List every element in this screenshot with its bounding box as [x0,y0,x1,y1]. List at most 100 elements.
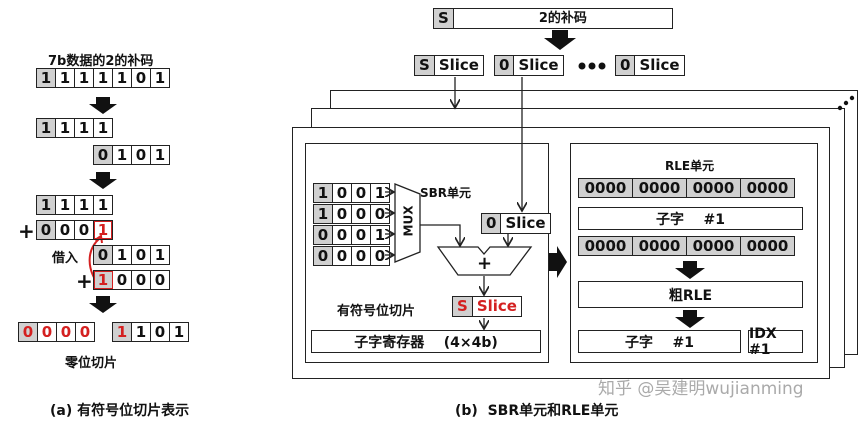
bit-cell: 1 [314,184,333,202]
mux [394,183,421,263]
caption-b: (b) SBR单元和RLE单元 [455,403,619,419]
arrow-down-icon [89,97,117,114]
subword-1: 子字 #1 [578,207,803,230]
bit-cell: 0 [113,271,132,289]
bit-cell: 0 [57,323,76,341]
sbr-title: SBR单元 [420,186,472,200]
adder [436,246,533,276]
bit-cell: 0 [132,69,151,87]
bit-cell: 0 [19,323,38,341]
bit-cell: 0 [94,146,113,164]
left-title: 7b数据的2的补码 [48,54,154,69]
bit-cell: 0 [75,221,94,239]
bit-cell: 0 [333,184,352,202]
bit-cell: 1 [37,119,56,137]
bit-cell: 0 [132,246,151,264]
rle-title: RLE单元 [665,159,715,173]
bit-cell: 1 [94,69,113,87]
twos-complement-label: 2的补码 [538,11,587,26]
arrow-down-icon [675,261,705,279]
bit-cell: 1 [314,205,333,223]
bit-cell: 1 [113,69,132,87]
bit-cell: 1 [154,246,166,264]
bit-cell: 1 [154,69,166,87]
bit-cell: 1 [154,146,166,164]
coarse-rle: 粗RLE [578,281,803,308]
bit-cell: 1 [37,196,56,214]
bit-cell: 0 [352,247,371,265]
plus-sign: + [18,219,35,243]
bit-cell: 1 [56,196,75,214]
bit-cell: 0 [79,323,91,341]
arrow-down-icon [89,172,117,189]
bit-cell: 1 [56,69,75,87]
subword-register: 子字寄存器 (4×4b) [311,330,541,353]
bit-cell: 0 [352,226,371,244]
arrow-right-icon [549,246,567,278]
bit-cell: 1 [75,119,94,137]
sign-cell: S [434,9,454,28]
watermark: 知乎 @吴建明wujianming [598,379,804,399]
bit-cell: 0 [374,205,386,223]
bit-cell: 1 [173,323,185,341]
bit-cell: 0 [154,271,166,289]
bit-cell: 0 [333,205,352,223]
bit-cell: 0 [314,226,333,244]
adder-plus: + [477,253,493,274]
top-bar: S 2的补码 [433,8,673,29]
bit-cell: 1 [75,196,94,214]
bit-cell: 1 [97,196,109,214]
plus-sign: + [76,269,93,293]
bit-cell: 0 [37,221,56,239]
bit-cell: 0 [333,247,352,265]
bit-cell: 1 [56,119,75,137]
subword-output: 子字 #1 [578,330,741,353]
borrow-label: 借入 [52,251,79,266]
bit-cell: 0 [352,205,371,223]
signed-slice-label: 有符号位切片 [337,304,416,319]
mux-label: MUX [401,205,416,237]
bit-cell: 0 [333,226,352,244]
bit-cell: 0 [151,323,170,341]
arrow-down-icon [544,30,576,50]
bit-cell: 1 [94,221,112,239]
arrow-down-icon [675,310,705,328]
arrow-down-icon [89,296,117,313]
bit-cell: 1 [75,69,94,87]
bit-cell: 0 [38,323,57,341]
bit-cell: 0 [314,247,333,265]
idx-box: IDX #1 [748,326,803,358]
zero-slice-label: 零位切片 [65,356,118,371]
bit-cell: 1 [374,226,386,244]
bit-cell: 1 [113,246,132,264]
bit-cell: 1 [132,323,151,341]
bit-cell: 1 [37,69,56,87]
bit-cell: 1 [113,323,132,341]
bit-cell: 0 [352,184,371,202]
bit-cell: 1 [374,184,386,202]
bit-cell: 0 [374,247,386,265]
bit-cell: 1 [97,119,109,137]
bit-cell: 0 [132,146,151,164]
